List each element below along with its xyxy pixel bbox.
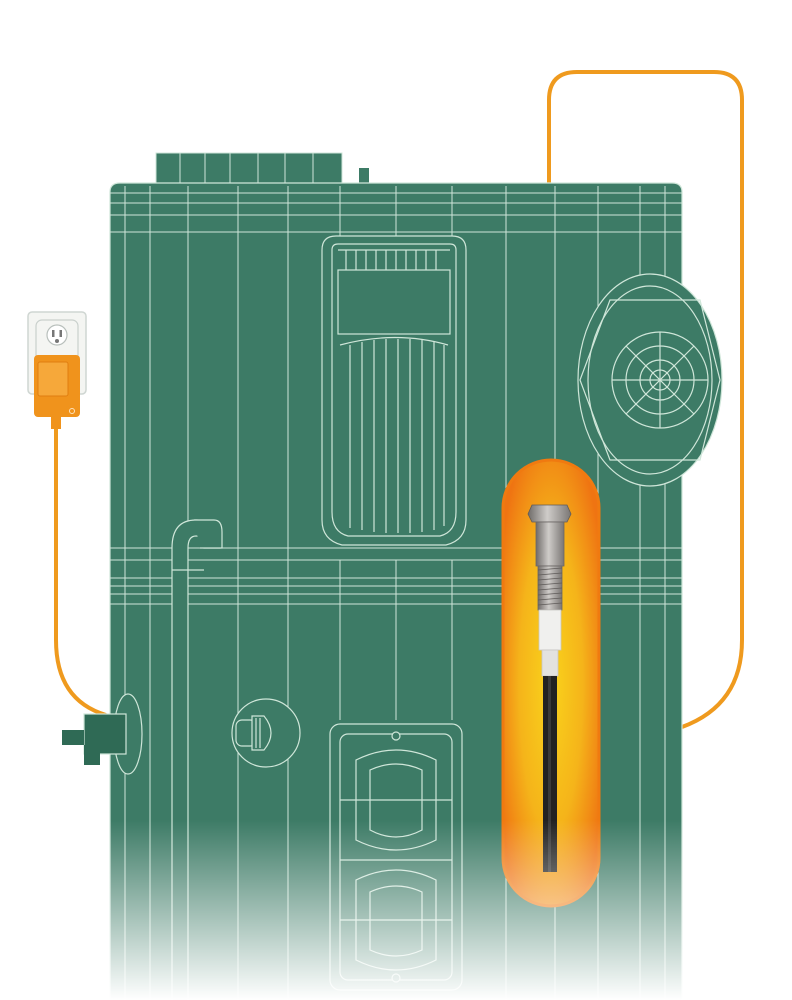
bottom-fade (0, 820, 792, 1000)
side-fitting-cap (577, 273, 723, 487)
water-inlet (62, 693, 143, 775)
drain-fitting (231, 698, 301, 768)
power-cord-top (547, 70, 744, 729)
upper-access-panel (321, 235, 467, 546)
powered-anode-rod (501, 458, 601, 908)
top-valve (155, 152, 369, 186)
power-cord-left (54, 428, 107, 717)
power-adapter (34, 355, 80, 429)
